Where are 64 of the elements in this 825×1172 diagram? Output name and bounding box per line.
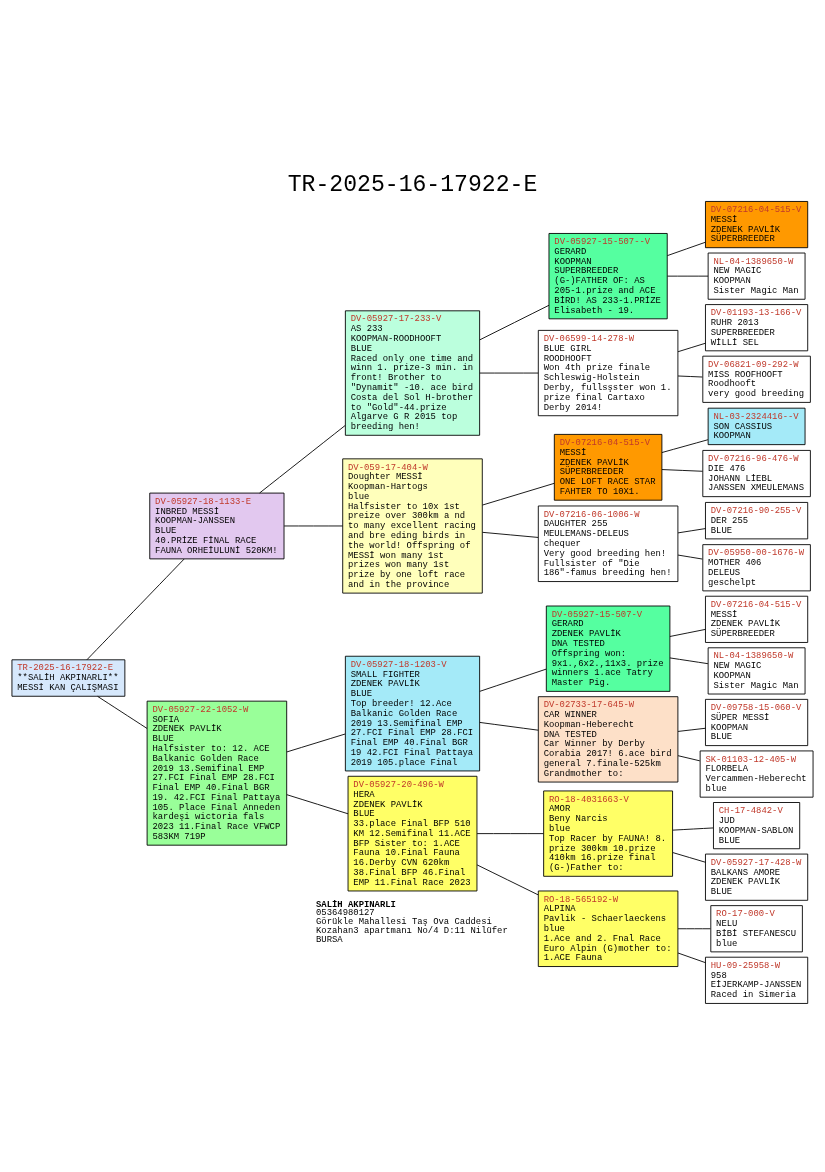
connector [677, 727, 706, 732]
connector [677, 375, 703, 378]
connector [97, 695, 148, 729]
node-box: DV-07216-04-515-V MESSİ ZDENEK PAVLİK SÜPERBREEDER [705, 201, 809, 249]
node-box: DV-06821-09-292-W MISS ROOFHOOFT Roodhooft very good breeding [702, 355, 811, 403]
connector [286, 733, 346, 753]
connector [286, 794, 349, 815]
node-box: HU-09-25958-W 958 EİJERKAMP-JANSSEN Raced in Simeria [705, 956, 809, 1004]
diagram-title: TR-2025-16-17922-E [287, 171, 538, 198]
node-box: DV-05927-20-496-W HERA ZDENEK PAVLİK BLUE 33.place Final BFP 510 KM 12.Semifinal 11.ACE BFP Sister to: 1.ACE Fauna 10.Final Fauna 16.Derby CVN 620km 38.Final BFP 46.Final EMP 11.Final Race 2023 [347, 775, 478, 892]
connector [259, 425, 346, 494]
node-box: DV-059-17-404-W Doughter MESSİ Koopman-Hartogs blue Halfsister to 10x 1st preize over 300km a nd to many excellent racing and bre eding birds in the world! Offspring of MESSİ won many 1st prizes won many 1st prize by one loft race and in the province [342, 458, 483, 594]
node-box: DV-01193-13-166-V RUHR 2013 SUPERBREEDER WİLLİ SEL [705, 304, 809, 352]
node-box: NL-03-2324416--V SON CASSIUS KOOPMAN [707, 407, 806, 446]
node-box: DV-07216-04-515-V MESSİ ZDENEK PAVLİK SÜPERBREEDER [705, 595, 809, 643]
node-box: DV-07216-90-255-V DER 255 BLUE [705, 501, 809, 540]
connector [677, 755, 701, 762]
node-box: DV-07216-96-476-W DIE 476 JOHANN LİEBL JANSSEN XMEULEMANS [702, 449, 811, 498]
node-box: DV-05927-17-428-W BALKANS AMORE ZDENEK PAVLİK BLUE [705, 853, 809, 901]
connector [283, 525, 344, 527]
label: SALİH AKPINARLI [316, 899, 396, 910]
node-box: DV-05927-18-1133-E INBRED MESSİ KOOPMAN-JANSSEN BLUE 40.PRİZE FİNAL RACE FAUNA ORHEİULUNİ 520KM! [149, 492, 285, 560]
node-box: RO-18-4031663-V AMOR Beny Narcis blue Top Racer by FAUNA! 8. prize 300km 10.prize 410km 16.prize final (G-)Father to: [543, 790, 673, 877]
node-box: DV-02733-17-645-W CAR WINNER Koopman-Heberecht DNA TESTED Car Winner by Derby Corabia 2017! 6.ace bird general 7.finale-525km Grandmother to: [537, 696, 679, 783]
connector [479, 668, 547, 692]
node-box: NL-04-1389650-W NEW MAGIC KOOPMAN Sister Magic Man [707, 252, 806, 300]
label: Görükle Mahallesi Taş Ova Caddesi Kozahan3 apartmanı No/4 D:11 Nilüfer BURSA [316, 917, 508, 946]
node-box: DV-05927-17-233-V AS 233 KOOPMAN-ROODHOOFT BLUE Raced only one time and winn 1. prize-3 min. in front! Brother to "Dynamit" -10. ace bird Costa del Sol H-brother to "Gold"-44.prize Algarve G R 2015 top breeding hen! [344, 310, 481, 436]
node-box: DV-05927-15-507--V GERARD KOOPMAN SUPERBREEDER (G-)FATHER OF: AS 205-1.prize and ACE BİRD! AS 233-1.PRİZE Elisabeth - 19. [548, 233, 668, 320]
connector [672, 852, 706, 863]
connector [482, 482, 555, 506]
connector [479, 372, 539, 374]
connector [677, 928, 711, 930]
node-box: DV-06599-14-278-W BLUE GIRL ROODHOOFT Won 4th prize finale Schleswig-Holstein Derby, fullsşster won 1. prize final Cartaxo Derby 2014! [537, 329, 679, 417]
node-box: DV-05950-00-1676-W MOTHER 406 DELEUS geschelpt [702, 544, 811, 592]
connector [666, 275, 709, 277]
node-box: SK-01103-12-405-W FLORBELA Vercammen-Heberecht blue [699, 750, 814, 798]
connector [476, 833, 544, 835]
connector [476, 864, 539, 896]
connector [677, 528, 706, 534]
node-box: RO-18-565192-W ALPINA Pavlik - Schaerlaeckens blue 1.Ace and 2. Fnal Race Euro Alpin (G)mother to: 1.ACE Fauna [537, 890, 679, 967]
connector [669, 657, 709, 665]
connector [669, 628, 706, 637]
node-box: DV-05927-22-1052-W SOFIA ZDENEK PAVLİK BLUE Halfsister to: 12. ACE Balkanic Golden Race 2019 13.Semifinal EMP 27.FCI Final EMP 28.FCI Final EMP 40.Final BGR 19. 42.FCI Final Pattaya 105. Place Final Anneden kardeşi wictoria fals 2023 11.Final Race VFWCP 583KM 719P [146, 700, 288, 846]
node-box: DV-07216-06-1006-W DAUGHTER 255 MEULEMANS-DELEUS chequer Very good breeding hen! Fullsister of "Die 186"-famus breeding hen! [537, 505, 679, 582]
connector [482, 531, 539, 538]
node-box: DV-09758-15-060-V SÜPER MESSİ KOOPMAN BLUE [705, 698, 809, 747]
node-box: RO-17-000-V NELU BİBİ STEFANESCU blue [710, 905, 803, 953]
connector [677, 554, 703, 560]
connector [479, 722, 539, 731]
node-box: NL-04-1389650-W NEW MAGIC KOOPMAN Sister Magic Man [707, 647, 806, 695]
node-box: DV-05927-18-1203-V SMALL FIGHTER ZDENEK PAVLİK BLUE Top breeder! 12.Ace Balkanic Golden Race 2019 13.Semifinal EMP 27.FCI Final EMP 28.FCI Final EMP 40.Final BGR 19 42.FCI Final Pattaya 2019 105.place Final [344, 655, 481, 772]
connector [661, 439, 709, 453]
node-box: CH-17-4842-V JUD KOOPMAN-SABLON BLUE [713, 802, 801, 850]
connector [666, 241, 706, 257]
connector [86, 558, 185, 661]
connector [672, 827, 714, 831]
node-box: TR-2025-16-17922-E **SALİH AKPINARLI** MESSİ KAN ÇALIŞMASI [11, 659, 126, 697]
connector [677, 342, 706, 353]
node-box: DV-05927-15-507-V GERARD ZDENEK PAVLİK DNA TESTED Offspring won: 9x1.,6x2.,11x3. prize winners 1.ace Tatry Master Pig. [545, 605, 671, 692]
connector [661, 469, 703, 472]
node-box: DV-07216-04-515-V MESSİ ZDENEK PAVLİK SÜPERBREEDER ONE LOFT RACE STAR FAHTER TO 10X1. [553, 433, 663, 501]
connector [677, 952, 706, 964]
connector [479, 304, 550, 341]
